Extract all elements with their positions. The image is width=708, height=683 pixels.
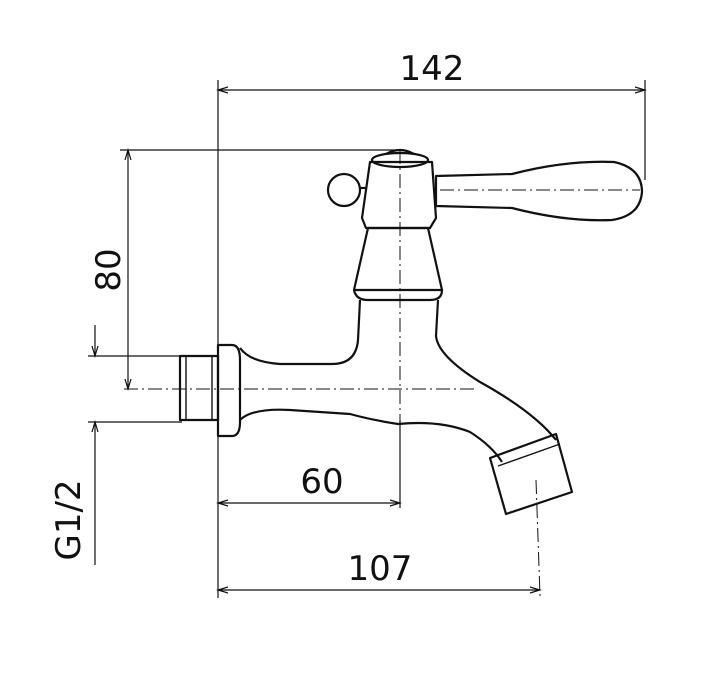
spout-body <box>239 299 557 463</box>
threaded-inlet <box>178 354 220 422</box>
dimension-label-60: 60 <box>300 462 343 502</box>
lever-handle <box>434 160 644 222</box>
dimension-label-80: 80 <box>89 248 129 291</box>
spout-nozzle <box>488 432 574 516</box>
extension-lines <box>88 80 646 598</box>
valve-head <box>360 160 438 230</box>
wall-flange <box>216 343 242 438</box>
dimension-label-107: 107 <box>348 549 413 589</box>
valve-knob <box>326 172 362 208</box>
dimension-label-thread: G1/2 <box>49 479 89 560</box>
faucet-body <box>178 148 644 516</box>
dimension-label-142: 142 <box>400 49 465 89</box>
valve-collar <box>352 226 444 292</box>
